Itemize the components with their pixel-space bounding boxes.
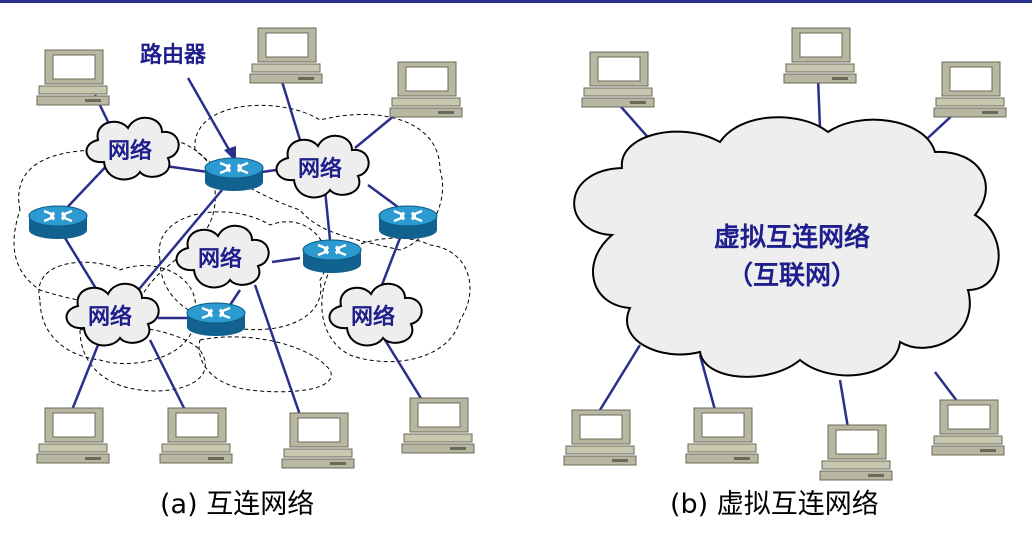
network-cloud: 网络 [65,282,160,347]
router-icon [203,156,265,193]
computer-icon [249,27,323,84]
computer-icon [563,409,637,466]
network-label: 网络 [298,156,342,182]
network-label: 网络 [88,304,132,330]
network-link [70,339,102,411]
network-link [323,189,332,241]
right-diagram: 虚拟互连网络 （互联网） (b) 虚拟互连网络 [563,27,1007,520]
computer-icon [159,407,233,464]
left-diagram: 路由器 网络 网络 网络 网络 网络 [13,27,475,520]
network-link [354,114,396,149]
network-link [378,237,402,291]
router-label: 路由器 [140,42,207,68]
network-link [598,344,642,411]
computer-icon [281,412,355,469]
computer-icon [581,51,655,108]
computer-icon [819,424,893,481]
network-boundary [198,336,332,393]
network-link [148,339,187,411]
network-link [838,379,850,429]
callout-arrow [186,77,234,156]
network-link [129,189,223,301]
network-cloud: 网络 [175,224,270,289]
network-cloud: 网络 [275,134,370,199]
network-link [816,77,822,129]
caption-a: (a) 互连网络 [160,489,314,520]
cloud-subtitle: （互联网） [727,261,857,291]
computer-icon [931,399,1005,456]
computer-icon [401,397,475,454]
router-icon [27,204,89,241]
router-icon [185,301,247,338]
caption-b: (b) 虚拟互连网络 [670,489,879,520]
computer-icon [389,61,463,118]
network-label: 网络 [108,138,152,164]
network-link [271,256,301,264]
network-link [59,159,113,216]
router-icon [301,238,363,275]
computer-icon [783,27,857,84]
network-link [63,237,102,296]
network-link [698,354,717,411]
network-link [367,183,403,212]
network-link [253,284,302,416]
computer-icon [933,61,1007,118]
computer-icon [36,407,110,464]
computer-icon [685,407,759,464]
network-boundary [321,237,471,363]
computer-icon [36,49,110,106]
network-label: 网络 [351,304,395,330]
top-rule [0,0,1032,3]
network-link [383,339,424,401]
network-link [278,74,302,141]
network-cloud: 网络 [85,116,180,181]
cloud-title: 虚拟互连网络 [714,222,870,253]
router-icon [377,204,439,241]
network-cloud: 网络 [328,282,423,347]
network-label: 网络 [198,246,242,272]
cloud-icon [573,116,1000,378]
